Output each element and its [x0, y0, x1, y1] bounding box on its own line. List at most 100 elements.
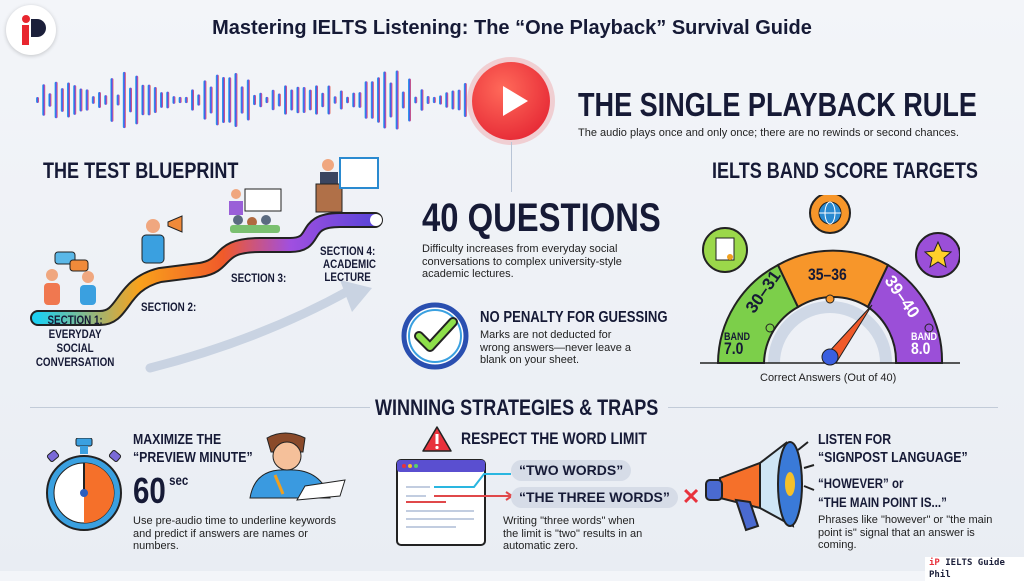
waveform-bar [234, 73, 238, 127]
waveform-bar [67, 82, 70, 118]
waveform-bar [259, 92, 263, 108]
preview-line2: “PREVIEW MINUTE” [133, 449, 253, 466]
logo [6, 5, 56, 55]
waveform-bar [395, 70, 399, 130]
band-low-value: 7.0 [724, 339, 744, 358]
watermark-text: IELTS Guide Phil [929, 558, 1005, 580]
preview-unit: sec [169, 472, 189, 488]
band-high-label: BAND [911, 331, 938, 343]
waveform-bar [302, 87, 306, 113]
waveform-bar [277, 93, 281, 107]
stopwatch-icon [46, 438, 122, 531]
section-4-title: SECTION 4: [320, 244, 376, 258]
page-title: Mastering IELTS Listening: The “One Play… [212, 17, 812, 39]
questions-text: Difficulty increases from everyday socia… [422, 243, 622, 280]
answer-sheet-window [396, 459, 514, 546]
waveform-bar [321, 92, 325, 108]
waveform-bar [315, 85, 318, 115]
divider-right [668, 407, 998, 408]
waveform-bar [129, 87, 132, 113]
waveform-bar [122, 71, 126, 129]
play-icon [503, 86, 528, 116]
waveform-bar [339, 90, 343, 110]
section-3-label: SECTION 3: [231, 271, 287, 285]
certificate-bubble [702, 227, 748, 273]
waveform-bar [451, 90, 455, 110]
waveform-bar [191, 89, 194, 111]
divider-left [30, 407, 370, 408]
band-gauge [700, 195, 960, 366]
word-limit-heading: RESPECT THE WORD LIMIT [461, 429, 647, 448]
megaphone-icon [705, 441, 815, 532]
waveform-bar [135, 75, 139, 125]
globe-bubble [809, 195, 851, 234]
blueprint-path [30, 157, 383, 373]
waveform-bar [389, 82, 393, 118]
student-writing-illustration [249, 432, 346, 501]
waveform-bar [203, 80, 207, 120]
waveform-bar [91, 96, 95, 104]
preview-seconds: 60 [133, 470, 166, 511]
check-icon [401, 302, 469, 370]
penalty-text: Marks are not deducted for wrong answers… [480, 329, 632, 366]
section-1-label: SECTION 1:EVERYDAY SOCIAL CONVERSATION [30, 313, 120, 369]
questions-heading: 40 QUESTIONS [422, 196, 661, 240]
waveform-bar [408, 78, 411, 122]
wrong-answer-pill: “THE THREE WORDS” [511, 486, 678, 508]
waveform-bar [358, 92, 362, 108]
waveform-bar [439, 95, 442, 105]
band-high-value: 8.0 [911, 339, 931, 358]
signpost-line2: “SIGNPOST LANGUAGE” [818, 449, 968, 466]
watermark: iP IELTS Guide Phil [925, 557, 1024, 581]
waveform-bar [253, 94, 256, 106]
signpost-example-2: “THE MAIN POINT IS...” [818, 494, 947, 510]
band-range-mid: 35–36 [808, 265, 847, 284]
waveform-bar [36, 97, 39, 103]
waveform-bar [420, 89, 424, 111]
waveform-bar [401, 91, 405, 109]
waveform-bar [457, 89, 461, 111]
connector-line [511, 142, 512, 192]
waveform-bar [48, 93, 52, 107]
waveform-bar [426, 96, 430, 104]
waveform-bar [172, 96, 176, 104]
waveform-bar [352, 92, 356, 108]
waveform-bar [160, 92, 163, 108]
waveform-bar [333, 96, 337, 104]
waveform-bar [178, 96, 182, 104]
waveform-bar [246, 79, 250, 121]
blueprint-heading: THE TEST BLUEPRINT [43, 158, 239, 183]
waveform-bar [463, 82, 467, 118]
waveform-bar [383, 71, 387, 129]
play-button[interactable] [472, 62, 550, 140]
lecturer-figure [315, 157, 379, 213]
conversation-figures [44, 251, 96, 305]
waveform-bar [222, 76, 225, 124]
waveform-bar [141, 84, 145, 116]
correct-answer-pill: “TWO WORDS” [511, 460, 632, 481]
audio-waveform [30, 70, 475, 130]
section-4-sub: ACADEMIC LECTURE [323, 257, 377, 284]
waveform-bar [98, 92, 101, 108]
waveform-bar [445, 92, 449, 108]
waveform-bar [73, 85, 77, 115]
waveform-bar [110, 78, 114, 122]
waveform-bar [104, 95, 108, 105]
waveform-bar [377, 77, 380, 123]
signpost-heading: LISTEN FOR“SIGNPOST LANGUAGE” [818, 431, 968, 467]
preview-line1: MAXIMIZE THE [133, 431, 222, 448]
section-1-sub: EVERYDAY SOCIAL CONVERSATION [35, 327, 115, 369]
signpost-line1: LISTEN FOR [818, 431, 892, 448]
waveform-bar [54, 81, 58, 119]
warning-icon [422, 426, 452, 452]
waveform-bar [308, 89, 312, 111]
wrong-answer-row: “THE THREE WORDS” ✕ [511, 486, 700, 508]
band-low-label: BAND [724, 331, 751, 343]
waveform-bar [42, 84, 46, 116]
waveform-bar [414, 96, 418, 104]
waveform-bar [153, 86, 157, 114]
correct-answer-text: “TWO WORDS” [519, 462, 624, 478]
